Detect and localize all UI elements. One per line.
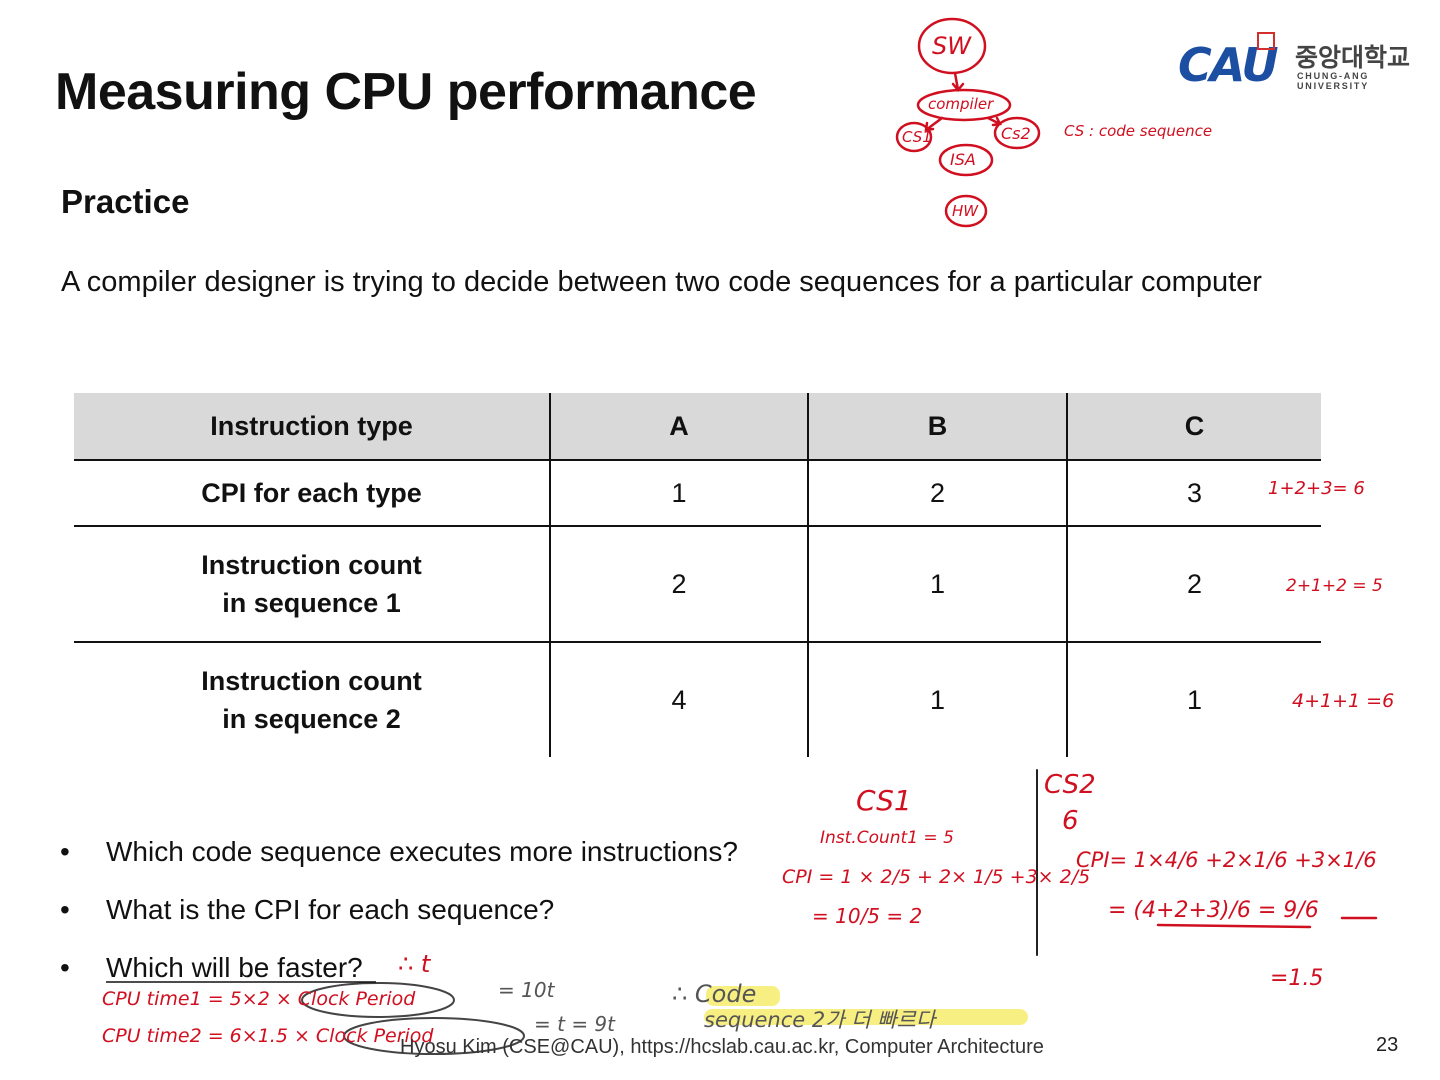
row-sum: 4+1+1 =6 [1292, 690, 1395, 712]
footer-credit: Hyosu Kim (CSE@CAU), https://hcslab.cau.… [400, 1036, 1044, 1058]
table-cell: 1 [549, 460, 808, 526]
cs2-heading: CS2 [1044, 770, 1096, 800]
cau-logo: CAU [1178, 38, 1279, 92]
table-cell: 1 [1066, 642, 1321, 757]
arrow-icon [924, 116, 944, 132]
diagram-note: CS : code sequence [1064, 122, 1213, 140]
cs2-result: =1.5 [1270, 966, 1324, 991]
question-list: • Which code sequence executes more instr… [60, 830, 738, 1004]
table-cell: 2 [549, 526, 808, 642]
row-label: CPI for each type [201, 478, 422, 508]
problem-description: A compiler designer is trying to decide … [61, 266, 1262, 298]
diagram-cs2: Cs2 [1001, 124, 1031, 143]
table-header-row: Instruction type A B C [74, 393, 1321, 460]
cs1-circle [895, 121, 933, 153]
cs1-result: = 10/5 = 2 [812, 904, 923, 928]
cpu-time-1: CPU time1 = 5×2 × Clock Period [102, 988, 416, 1010]
table-cell: 2 [1066, 526, 1321, 642]
cs1-count: Inst.Count1 = 5 [820, 828, 954, 848]
page-title: Measuring CPU performance [55, 63, 757, 121]
list-item: • Which will be faster? [60, 946, 738, 1004]
bullet-icon: • [60, 836, 70, 867]
bullet-icon: • [60, 894, 70, 925]
table-cell: 2 [807, 460, 1067, 526]
table-cell: 1 [807, 642, 1067, 757]
arrow-icon [951, 71, 965, 92]
clock-period-circle [343, 1017, 525, 1055]
cs2-count: 6 [1062, 806, 1079, 836]
row-sum: 2+1+2 = 5 [1286, 576, 1383, 596]
highlight-mark [704, 1009, 1028, 1025]
conclusion-line: sequence 2가 더 빠르다 [704, 1008, 936, 1032]
university-name-ko: 중앙대학교 [1295, 44, 1411, 72]
question-text: What is the CPI for each sequence? [106, 894, 555, 925]
fraction-bar [1156, 923, 1312, 929]
diagram-sw: SW [932, 32, 971, 60]
table-cell: 4 [549, 642, 808, 757]
highlight-mark [706, 986, 780, 1006]
arrow-icon [986, 116, 1002, 127]
table-cell: 3 [1066, 460, 1321, 526]
list-item: • Which code sequence executes more instr… [60, 830, 738, 888]
conclusion-line: ∴ Code [672, 980, 757, 1008]
section-heading: Practice [61, 183, 190, 220]
cs2-circle [993, 116, 1041, 150]
cpu-time-1-result: = 10t [498, 978, 555, 1002]
cpi-table: Instruction type A B C CPI for each type… [74, 393, 1321, 757]
diagram-isa: ISA [950, 150, 976, 169]
question-text: Which code sequence executes more instru… [106, 836, 738, 867]
faster-mark: ∴ t [398, 950, 431, 978]
table-row: Instruction count in sequence 1 2 1 2 [74, 526, 1321, 642]
row-label: Instruction count in sequence 2 [74, 642, 550, 757]
diagram-hw: HW [952, 202, 979, 220]
row-label-line: in sequence 2 [222, 704, 401, 734]
header-type-c: C [1066, 393, 1321, 460]
page-number: 23 [1376, 1034, 1399, 1056]
table-cell: 1 [807, 526, 1067, 642]
row-label: Instruction count in sequence 1 [74, 526, 550, 642]
diagram-compiler: compiler [928, 95, 994, 113]
row-label-line: in sequence 1 [222, 588, 401, 618]
compiler-circle [916, 88, 1012, 122]
header-type-a: A [549, 393, 808, 460]
cs1-cpi: CPI = 1 × 2/5 + 2× 1/5 +3× 2/5 [782, 866, 1091, 888]
cs2-cpi: CPI= 1×4/6 +2×1/6 +3×1/6 [1076, 848, 1377, 872]
row-label-line: Instruction count [201, 666, 422, 696]
logo-mark-icon [1257, 32, 1275, 50]
hw-circle [944, 194, 988, 228]
university-name-en: CHUNG-ANG UNIVERSITY [1297, 71, 1370, 91]
clock-period-circle [301, 982, 455, 1018]
diagram-cs1: CS1 [902, 128, 932, 146]
sw-circle [917, 17, 987, 75]
list-item: • What is the CPI for each sequence? [60, 888, 738, 946]
question-text: Which will be faster? [106, 952, 363, 983]
table-row: CPI for each type 1 2 3 [74, 460, 1321, 526]
header-type-b: B [807, 393, 1067, 460]
cs1-heading: CS1 [856, 784, 912, 817]
row-label-line: Instruction count [201, 550, 422, 580]
cs2-step: = (4+2+3)/6 = 9/6 [1108, 898, 1319, 923]
isa-circle [938, 143, 994, 177]
cpu-time-2-result: = t = 9t [534, 1012, 615, 1036]
row-sum: 1+2+3= 6 [1268, 478, 1365, 499]
cpu-time-2: CPU time2 = 6×1.5 × Clock Period [102, 1025, 434, 1047]
table-row: Instruction count in sequence 2 4 1 1 [74, 642, 1321, 757]
bullet-icon: • [60, 952, 70, 983]
header-instruction-type: Instruction type [74, 393, 550, 460]
